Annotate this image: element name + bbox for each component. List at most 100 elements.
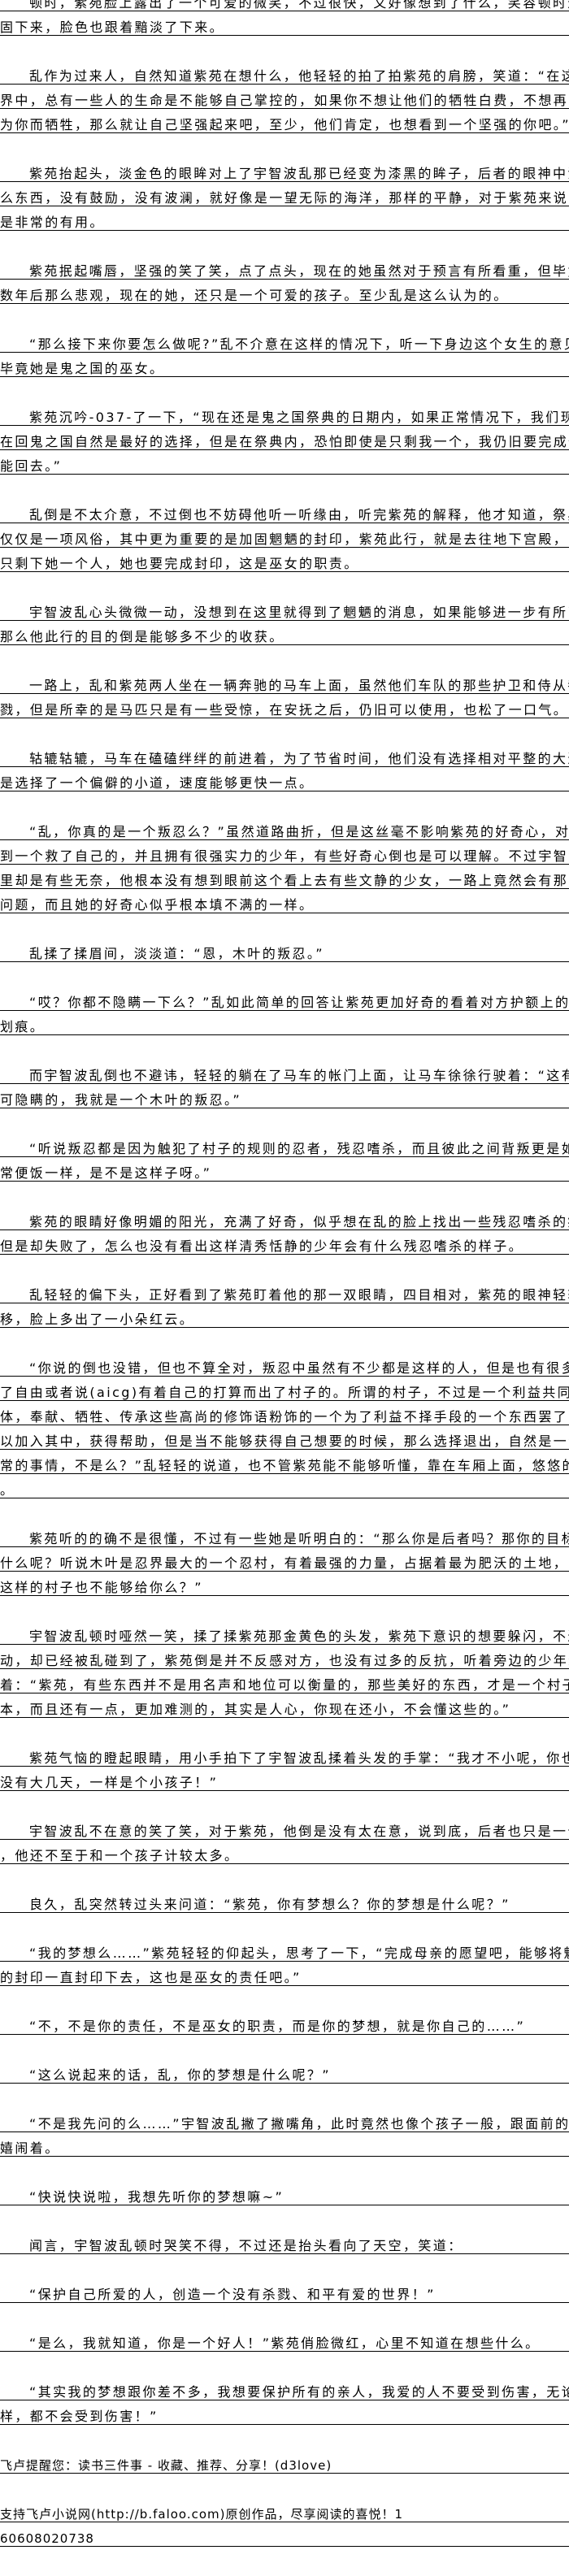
paragraph: 乱作为过来人，自然知道紫苑在想什么，他轻轻的拍了拍紫苑的肩膀，笑道：“在这个忍界… <box>0 60 569 133</box>
text-line: 这样的村子也不能够给你么？” <box>0 1572 569 1596</box>
paragraph: “你说的倒也没错，但也不算全对，叛忍中虽然有不少都是这样的人，但是也有很多是为了… <box>0 1352 569 1498</box>
text-line: “不，不是你的责任，不是巫女的职责，而是你的梦想，就是你自己的……” <box>0 2010 569 2035</box>
text-line: 界中，总有一些人的生命是不能够自己掌控的，如果你不想让他们的牺牲白费，不想再次有… <box>0 85 569 109</box>
text-line: 是非常的有用。 <box>0 206 569 231</box>
paragraph: 而宇智波乱倒也不避讳，轻轻的躺在了马车的帐门上面，让马车徐徐行驶着：“这有什么可… <box>0 1060 569 1108</box>
text-line: 嬉闹着。 <box>0 2132 569 2157</box>
text-line: 宇智波乱顿时哑然一笑，揉了揉紫苑那金黄色的头发，紫苑下意识的想要躲闪，不过刚一 <box>0 1620 569 1645</box>
text-line: 划痕。 <box>0 1011 569 1035</box>
paragraph: “这么说起来的话，乱，你的梦想是什么呢？” <box>0 2059 569 2084</box>
text-line: 但是却失败了，怎么也没有看出这样清秀恬静的少年会有什么残忍嗜杀的样子。 <box>0 1230 569 1255</box>
text-line: 到一个救了自己的，并且拥有很强实力的少年，有些好奇心倒也是可以理解。不过宇智波乱… <box>0 840 569 865</box>
footer-paragraph: 飞卢提醒您：读书三件事 - 收藏、推荐、分享！(d3love) <box>0 2449 569 2474</box>
text-line: 良久，乱突然转过头来问道：“紫苑，你有梦想么？你的梦想是什么呢？” <box>0 1889 569 1913</box>
text-line: 可隐瞒的，我就是一个木叶的叛忍。” <box>0 1084 569 1108</box>
paragraph: 顿时，紫苑脸上露出了一个可爱的微笑，不过很快，又好像想到了什么，笑容顿时逐渐凝固… <box>0 0 569 36</box>
paragraph: “哎？你都不隐瞒一下么？”乱如此简单的回答让紫苑更加好奇的看着对方护额上的那个划… <box>0 987 569 1035</box>
text-line: “听说叛忍都是因为触犯了村子的规则的忍者，残忍嗜杀，而且彼此之间背叛更是如同家 <box>0 1133 569 1157</box>
text-line: 常便饭一样，是不是这样子呀。” <box>0 1157 569 1182</box>
text-line: 。 <box>0 1474 569 1498</box>
text-line: 动，却已经被乱碰到了，紫苑倒是并不反感对方，也没有过多的反抗，听着旁边的少年缓缓… <box>0 1645 569 1669</box>
text-line: 么东西，没有鼓励，没有波澜，就好像是一望无际的海洋，那样的平静，对于紫苑来说吗，… <box>0 182 569 206</box>
paragraph: 良久，乱突然转过头来问道：“紫苑，你有梦想么？你的梦想是什么呢？” <box>0 1889 569 1913</box>
text-line: 了自由或者说(aicg)有着自己的打算而出了村子的。所谓的村子，不过是一个利益共… <box>0 1377 569 1401</box>
text-line: “快说快说啦，我想先听你的梦想嘛~” <box>0 2181 569 2205</box>
text-line: “这么说起来的话，乱，你的梦想是什么呢？” <box>0 2059 569 2084</box>
paragraph: 乱轻轻的偏下头，正好看到了紫苑盯着他的那一双眼睛，四目相对，紫苑的眼神轻轻的游移… <box>0 1279 569 1328</box>
text-line: “你说的倒也没错，但也不算全对，叛忍中虽然有不少都是这样的人，但是也有很多是为 <box>0 1352 569 1377</box>
text-line: 乱倒是不太介意，不过倒也不妨碍他听一听缘由，听完紫苑的解释，他才知道，祭典并不 <box>0 499 569 523</box>
text-line: 60608020738 <box>0 2522 569 2547</box>
text-line: 是选择了一个偏僻的小道，速度能够更快一点。 <box>0 767 569 791</box>
text-line: “那么接下来你要怎么做呢?”乱不介意在这样的情况下，听一下身边这个女生的意见， <box>0 328 569 353</box>
text-line: 飞卢提醒您：读书三件事 - 收藏、推荐、分享！(d3love) <box>0 2449 569 2474</box>
text-line: 而宇智波乱倒也不避讳，轻轻的躺在了马车的帐门上面，让马车徐徐行驶着：“这有什么 <box>0 1060 569 1084</box>
text-line: 乱轻轻的偏下头，正好看到了紫苑盯着他的那一双眼睛，四目相对，紫苑的眼神轻轻的游 <box>0 1279 569 1303</box>
text-line: 一路上，乱和紫苑两人坐在一辆奔驰的马车上面，虽然他们车队的那些护卫和侍从都被屠 <box>0 670 569 694</box>
text-line: 在回鬼之国自然是最好的选择，但是在祭典内，恐怕即使是只剩我一个，我仍旧要完成仪式… <box>0 426 569 450</box>
text-line: “不是我先问的么……”宇智波乱撇了撇嘴角，此时竟然也像个孩子一般，跟面前的紫苑 <box>0 2108 569 2132</box>
text-line: 紫苑抿起嘴唇，坚强的笑了笑，点了点头，现在的她虽然对于预言有所看重，但毕竟不像 <box>0 255 569 280</box>
text-line: 紫苑沉吟-037-了一下，“现在还是鬼之国祭典的日期内，如果正常情况下，我们现 <box>0 401 569 426</box>
text-line: 闻言，宇智波乱顿时哭笑不得，不过还是抬头看向了天空，笑道： <box>0 2230 569 2254</box>
text-line: “保护自己所爱的人，创造一个没有杀戮、和平有爱的世界！” <box>0 2279 569 2303</box>
text-line: 乱揉了揉眉间，淡淡道：“恩，木叶的叛忍。” <box>0 938 569 962</box>
text-line: 移，脸上多出了一小朵红云。 <box>0 1303 569 1328</box>
paragraph: 紫苑抿起嘴唇，坚强的笑了笑，点了点头，现在的她虽然对于预言有所看重，但毕竟不像数… <box>0 255 569 304</box>
text-line: “其实我的梦想跟你差不多，我想要保护所有的亲人，我爱的人不要受到伤害，无论怎么 <box>0 2376 569 2400</box>
text-line: “是么，我就知道，你是一个好人！”紫苑俏脸微红，心里不知道在想些什么。 <box>0 2327 569 2352</box>
text-line: “乱，你真的是一个叛忍么？”虽然道路曲折，但是这丝毫不影响紫苑的好奇心，对于遇 <box>0 816 569 840</box>
footer-paragraph: 支持飞卢小说网(http://b.faloo.com)原创作品，尽享阅读的喜悦！… <box>0 2498 569 2547</box>
paragraph: 宇智波乱顿时哑然一笑，揉了揉紫苑那金黄色的头发，紫苑下意识的想要躲闪，不过刚一动… <box>0 1620 569 1718</box>
text-line: 问题，而且她的好奇心似乎根本填不满的一样。 <box>0 889 569 913</box>
chapter-body: 顿时，紫苑脸上露出了一个可爱的微笑，不过很快，又好像想到了什么，笑容顿时逐渐凝固… <box>0 0 569 2425</box>
paragraph: 紫苑抬起头，淡金色的眼眸对上了宇智波乱那已经变为漆黑的眸子，后者的眼神中没有什么… <box>0 158 569 231</box>
paragraph: “保护自己所爱的人，创造一个没有杀戮、和平有爱的世界！” <box>0 2279 569 2303</box>
text-line: 宇智波乱心头微微一动，没想到在这里就得到了魍魉的消息，如果能够进一步有所了解， <box>0 596 569 621</box>
text-line: 顿时，紫苑脸上露出了一个可爱的微笑，不过很快，又好像想到了什么，笑容顿时逐渐凝 <box>0 0 569 11</box>
paragraph: 乱揉了揉眉间，淡淡道：“恩，木叶的叛忍。” <box>0 938 569 962</box>
text-line: 毕竟她是鬼之国的巫女。 <box>0 353 569 377</box>
text-line: 乱作为过来人，自然知道紫苑在想什么，他轻轻的拍了拍紫苑的肩膀，笑道：“在这个忍 <box>0 60 569 85</box>
text-line: 仅仅是一项风俗，其中更为重要的是加固魍魉的封印，紫苑此行，就是去往地下宫殿，就算… <box>0 523 569 548</box>
paragraph: “其实我的梦想跟你差不多，我想要保护所有的亲人，我爱的人不要受到伤害，无论怎么样… <box>0 2376 569 2425</box>
text-line: 什么呢？听说木叶是忍界最大的一个忍村，有着最强的力量，占据着最为肥沃的土地，即使… <box>0 1547 569 1572</box>
text-line: 数年后那么悲观，现在的她，还只是一个可爱的孩子。至少乱是这么认为的。 <box>0 280 569 304</box>
text-line: 没有大几天，一样是个小孩子！” <box>0 1767 569 1791</box>
text-line: 常的事情，不是么？”乱轻轻的说道，也不管紫苑能不能够听懂，靠在车厢上面，悠悠的说… <box>0 1450 569 1474</box>
text-line: 紫苑的眼睛好像明媚的阳光，充满了好奇，似乎想在乱的脸上找出一些残忍嗜杀的痕迹， <box>0 1206 569 1230</box>
text-line: 的封印一直封印下去，这也是巫女的责任吧。” <box>0 1962 569 1986</box>
site-footer-notice: 飞卢提醒您：读书三件事 - 收藏、推荐、分享！(d3love) 支持飞卢小说网(h… <box>0 2449 569 2547</box>
paragraph: 闻言，宇智波乱顿时哭笑不得，不过还是抬头看向了天空，笑道： <box>0 2230 569 2254</box>
text-line: 紫苑听的的确不是很懂，不过有一些她是听明白的：“那么你是后者吗？那你的目标又是 <box>0 1523 569 1547</box>
paragraph: 紫苑的眼睛好像明媚的阳光，充满了好奇，似乎想在乱的脸上找出一些残忍嗜杀的痕迹，但… <box>0 1206 569 1255</box>
text-line: 轱辘轱辘，马车在磕磕绊绊的前进着，为了节省时间，他们没有选择相对平整的大道，而 <box>0 743 569 767</box>
paragraph: “乱，你真的是一个叛忍么？”虽然道路曲折，但是这丝毫不影响紫苑的好奇心，对于遇到… <box>0 816 569 913</box>
text-line: 那么他此行的目的倒是能够多不少的收获。 <box>0 621 569 645</box>
paragraph: “那么接下来你要怎么做呢?”乱不介意在这样的情况下，听一下身边这个女生的意见，毕… <box>0 328 569 377</box>
text-line: ，他还不至于和一个孩子计较太多。 <box>0 1840 569 1864</box>
paragraph: 轱辘轱辘，马车在磕磕绊绊的前进着，为了节省时间，他们没有选择相对平整的大道，而是… <box>0 743 569 791</box>
paragraph: 宇智波乱不在意的笑了笑，对于紫苑，他倒是没有太在意，说到底，后者也只是一个孩子，… <box>0 1815 569 1864</box>
paragraph: 一路上，乱和紫苑两人坐在一辆奔驰的马车上面，虽然他们车队的那些护卫和侍从都被屠戮… <box>0 670 569 718</box>
paragraph: 乱倒是不太介意，不过倒也不妨碍他听一听缘由，听完紫苑的解释，他才知道，祭典并不仅… <box>0 499 569 572</box>
paragraph: 宇智波乱心头微微一动，没想到在这里就得到了魍魉的消息，如果能够进一步有所了解，那… <box>0 596 569 645</box>
paragraph: “我的梦想么……”紫苑轻轻的仰起头，思考了一下，“完成母亲的愿望吧，能够将魍魉的… <box>0 1937 569 1986</box>
paragraph: 紫苑听的的确不是很懂，不过有一些她是听明白的：“那么你是后者吗？那你的目标又是什… <box>0 1523 569 1596</box>
text-line: 戮，但是所幸的是马匹只是有一些受惊，在安抚之后，仍旧可以使用，也松了一口气。 <box>0 694 569 718</box>
text-line: 以加入其中，获得帮助，但是当不能够获得自己想要的时候，那么选择退出，自然是一个很… <box>0 1425 569 1450</box>
paragraph: “快说快说啦，我想先听你的梦想嘛~” <box>0 2181 569 2205</box>
text-line: 宇智波乱不在意的笑了笑，对于紫苑，他倒是没有太在意，说到底，后者也只是一个孩子 <box>0 1815 569 1840</box>
text-line: 能回去。” <box>0 450 569 475</box>
text-line: “我的梦想么……”紫苑轻轻的仰起头，思考了一下，“完成母亲的愿望吧，能够将魍魉 <box>0 1937 569 1962</box>
text-line: 体，奉献、牺牲、传承这些高尚的修饰语粉饰的一个为了利益不择手段的一个东西罢了，你… <box>0 1401 569 1425</box>
text-line: 紫苑抬起头，淡金色的眼眸对上了宇智波乱那已经变为漆黑的眸子，后者的眼神中没有什 <box>0 158 569 182</box>
paragraph: “不，不是你的责任，不是巫女的职责，而是你的梦想，就是你自己的……” <box>0 2010 569 2035</box>
text-line: 固下来，脸色也跟着黯淡了下来。 <box>0 11 569 36</box>
text-line: 里却是有些无奈，他根本没有想到眼前这个看上去有些文静的少女，一路上竟然会有那么多… <box>0 865 569 889</box>
text-line: 紫苑气恼的瞪起眼睛，用小手拍下了宇智波乱揉着头发的手掌：“我才不小呢，你也比我 <box>0 1742 569 1767</box>
text-line: 本，而且还有一点，更加难测的，其实是人心，你现在还小，不会懂这些的。” <box>0 1693 569 1718</box>
paragraph: 紫苑气恼的瞪起眼睛，用小手拍下了宇智波乱揉着头发的手掌：“我才不小呢，你也比我没… <box>0 1742 569 1791</box>
text-line: 只剩下她一个人，她也要完成封印，这是巫女的职责。 <box>0 548 569 572</box>
